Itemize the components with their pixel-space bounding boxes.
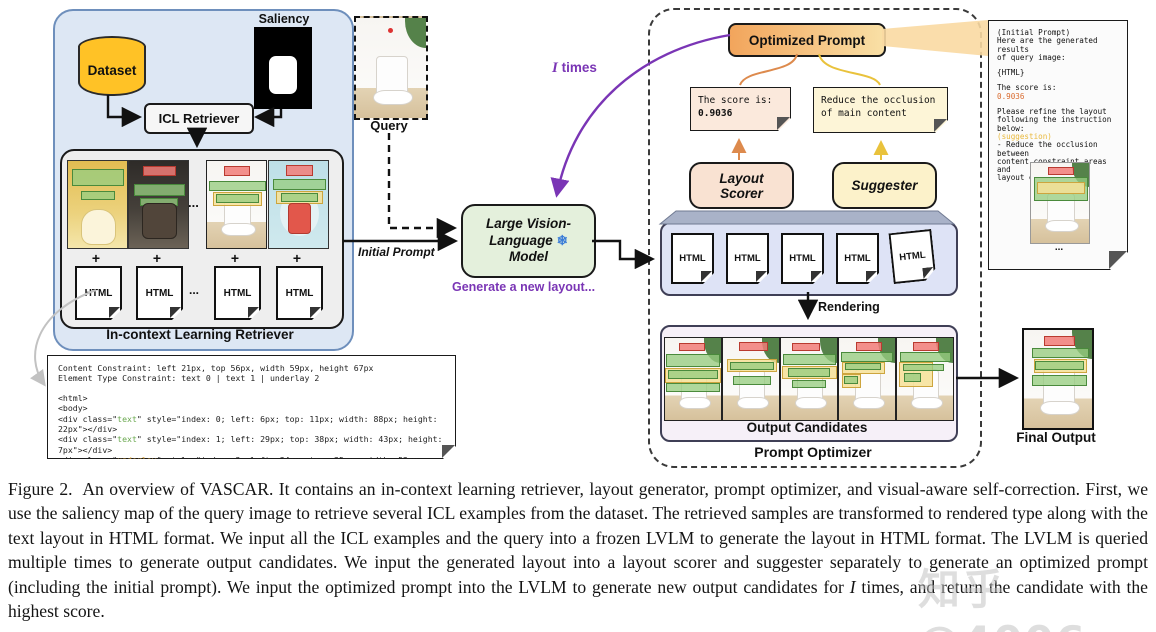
note-ellipsis: ... — [1054, 242, 1064, 253]
figure-caption: Figure 2. An overview of VASCAR. It cont… — [8, 479, 1153, 622]
html-doc-icon: HTML — [136, 266, 183, 320]
icl-example-3 — [206, 160, 267, 249]
saliency-label: Saliency — [258, 12, 310, 26]
suggester-box: Suggester — [832, 162, 937, 209]
watermark: 知乎 @4006 — [918, 565, 1085, 632]
html-code-block: Content Constraint: left 21px, top 56px,… — [47, 355, 456, 459]
icl-example-1 — [67, 160, 128, 249]
content-constraint-line: Content Constraint: left 21px, top 56px,… — [58, 363, 374, 373]
html-doc-icon: HTML — [781, 233, 824, 284]
saliency-map — [254, 27, 312, 109]
generate-layout-label: Generate a new layout... — [452, 280, 596, 294]
rendering-label: Rendering — [818, 300, 880, 314]
html-doc-icon: HTML — [276, 266, 323, 320]
icl-example-2 — [128, 160, 189, 249]
caption-italic-I: I — [849, 576, 856, 597]
output-candidates-label: Output Candidates — [746, 420, 868, 435]
layout-scorer-box: Layout Scorer — [689, 162, 794, 209]
snowflake-icon: ❄ — [556, 232, 568, 248]
output-candidate-3 — [780, 337, 838, 421]
html-doc-icon: HTML — [214, 266, 261, 320]
icl-panel-label: In-context Learning Retriever — [106, 327, 294, 342]
plus-3: + — [230, 250, 240, 266]
html-doc-icon: HTML — [836, 233, 879, 284]
html-doc-icon: HTML — [726, 233, 769, 284]
score-value: 0.9036 — [698, 108, 733, 119]
i-times-label: I times — [552, 60, 597, 76]
lvlm-box: Large Vision- Language ❄ Model — [461, 204, 596, 278]
note-candidate-image — [1030, 162, 1090, 244]
note-suggestion-tag: (suggestion) — [997, 131, 1052, 141]
saliency-blob — [269, 56, 297, 94]
plant-decoration — [405, 18, 426, 48]
html-doc-icon: HTML — [75, 266, 122, 320]
prompt-optimizer-label: Prompt Optimizer — [754, 444, 872, 460]
plus-1: + — [91, 250, 101, 266]
output-candidate-4 — [838, 337, 896, 421]
initial-prompt-label: Initial Prompt — [358, 245, 435, 259]
output-candidate-1 — [664, 337, 722, 421]
dataset-cylinder: Dataset — [78, 46, 146, 96]
element-type-line: Element Type Constraint: text 0 | text 1… — [58, 373, 320, 384]
optimized-prompt-box: Optimized Prompt — [728, 23, 886, 57]
query-image — [354, 16, 428, 120]
icl-retriever-box: ICL Retriever — [144, 103, 254, 134]
final-output-image — [1022, 328, 1094, 430]
note-score-value: 0.9036 — [997, 91, 1025, 101]
dataset-label: Dataset — [87, 62, 137, 78]
html-doc-icon: HTML — [888, 229, 936, 284]
plus-4: + — [292, 250, 302, 266]
output-candidate-5 — [896, 337, 954, 421]
prompt-optimizer-container — [648, 8, 982, 468]
robot-vacuum — [372, 56, 413, 105]
icl-example-4 — [268, 160, 329, 249]
icl-retriever-label: ICL Retriever — [158, 111, 240, 126]
final-output-label: Final Output — [1016, 430, 1096, 445]
output-candidate-2 — [722, 337, 780, 421]
plus-2: + — [152, 250, 162, 266]
score-note: The score is: 0.9036 — [690, 87, 791, 131]
examples-ellipsis: ... — [188, 195, 199, 210]
docs-ellipsis: ... — [189, 283, 200, 297]
suggestion-note: Reduce the occlusion of main content — [813, 87, 948, 133]
query-label: Query — [370, 118, 408, 133]
html-doc-icon: HTML — [671, 233, 714, 284]
